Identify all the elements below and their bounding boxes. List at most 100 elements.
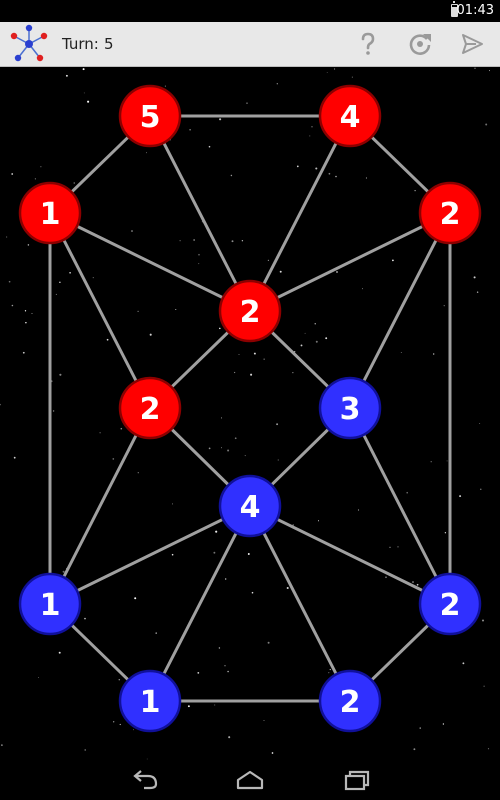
star	[82, 68, 85, 71]
recents-icon[interactable]	[342, 766, 372, 794]
status-bar: 01:43	[0, 0, 500, 22]
graph-edge-n4-n7	[348, 212, 452, 409]
star	[113, 721, 115, 723]
node-circle[interactable]	[18, 181, 82, 245]
node-red-n6[interactable]: 2	[118, 376, 182, 440]
star	[279, 270, 282, 273]
star	[462, 662, 465, 665]
node-blue-n7[interactable]: 3	[318, 376, 382, 440]
star	[241, 240, 244, 242]
star	[392, 259, 394, 262]
node-circle[interactable]	[118, 376, 182, 440]
node-red-n4[interactable]: 2	[418, 181, 482, 245]
star	[336, 271, 338, 273]
star	[476, 291, 479, 293]
star	[197, 671, 200, 674]
node-circle[interactable]	[318, 669, 382, 733]
star	[52, 410, 55, 412]
star	[231, 240, 234, 243]
node-value: 2	[440, 197, 461, 232]
node-blue-n10[interactable]: 2	[418, 572, 482, 636]
star	[208, 145, 211, 148]
star	[247, 553, 250, 555]
star	[250, 373, 253, 376]
star	[276, 83, 278, 85]
node-circle[interactable]	[318, 84, 382, 148]
star	[228, 736, 231, 739]
star	[83, 92, 85, 94]
star	[134, 597, 137, 600]
star	[419, 727, 421, 729]
node-circle[interactable]	[118, 669, 182, 733]
star	[446, 460, 448, 462]
node-red-n2[interactable]: 4	[318, 84, 382, 148]
star	[480, 488, 482, 490]
node-circle[interactable]	[18, 572, 82, 636]
star	[442, 723, 445, 725]
send-icon[interactable]	[458, 30, 486, 58]
star	[334, 68, 336, 70]
star	[412, 581, 414, 583]
turn-counter: 5	[104, 35, 114, 53]
star	[221, 447, 223, 449]
restart-icon[interactable]	[406, 30, 434, 58]
node-red-n3[interactable]: 1	[18, 181, 82, 245]
star	[219, 118, 222, 121]
node-circle[interactable]	[218, 279, 282, 343]
star	[351, 76, 353, 78]
node-circle[interactable]	[318, 376, 382, 440]
star	[276, 423, 279, 426]
star	[481, 619, 485, 622]
graph-edge-n8-n9	[49, 504, 251, 606]
star	[315, 167, 318, 170]
star	[22, 351, 25, 354]
star	[286, 586, 289, 590]
star	[213, 551, 216, 554]
star	[146, 758, 148, 760]
star	[106, 338, 109, 341]
star	[118, 678, 121, 681]
node-circle[interactable]	[418, 572, 482, 636]
node-value: 2	[240, 295, 261, 330]
node-red-n1[interactable]: 5	[118, 84, 182, 148]
back-icon[interactable]	[130, 766, 160, 794]
help-icon[interactable]	[354, 30, 382, 58]
star	[474, 67, 476, 69]
star	[25, 321, 27, 324]
node-value: 1	[40, 588, 61, 623]
node-circle[interactable]	[418, 181, 482, 245]
star	[244, 455, 246, 457]
node-red-n5[interactable]: 2	[218, 279, 282, 343]
node-circle[interactable]	[118, 84, 182, 148]
star	[479, 423, 481, 424]
node-value: 2	[440, 588, 461, 623]
node-blue-n8[interactable]: 4	[218, 474, 282, 538]
star	[300, 344, 303, 347]
star	[389, 546, 391, 548]
node-value: 2	[340, 685, 361, 720]
star	[58, 651, 61, 654]
node-blue-n11[interactable]: 1	[118, 669, 182, 733]
node-blue-n9[interactable]: 1	[18, 572, 82, 636]
star	[179, 240, 181, 242]
star	[329, 669, 331, 671]
star	[473, 276, 476, 279]
star	[87, 100, 90, 103]
star	[137, 310, 139, 313]
star	[59, 281, 61, 283]
star	[271, 752, 274, 754]
node-circle[interactable]	[218, 474, 282, 538]
home-icon[interactable]	[235, 766, 265, 794]
star	[443, 305, 445, 307]
star	[8, 280, 11, 283]
node-blue-n12[interactable]: 2	[318, 669, 382, 733]
star	[34, 178, 36, 180]
star	[400, 352, 402, 354]
star	[315, 340, 318, 343]
star	[11, 173, 14, 175]
graph-edge-n3-n5	[49, 211, 251, 313]
star	[131, 230, 133, 232]
graph-edge-n1-n5	[148, 115, 252, 312]
star	[175, 309, 177, 311]
